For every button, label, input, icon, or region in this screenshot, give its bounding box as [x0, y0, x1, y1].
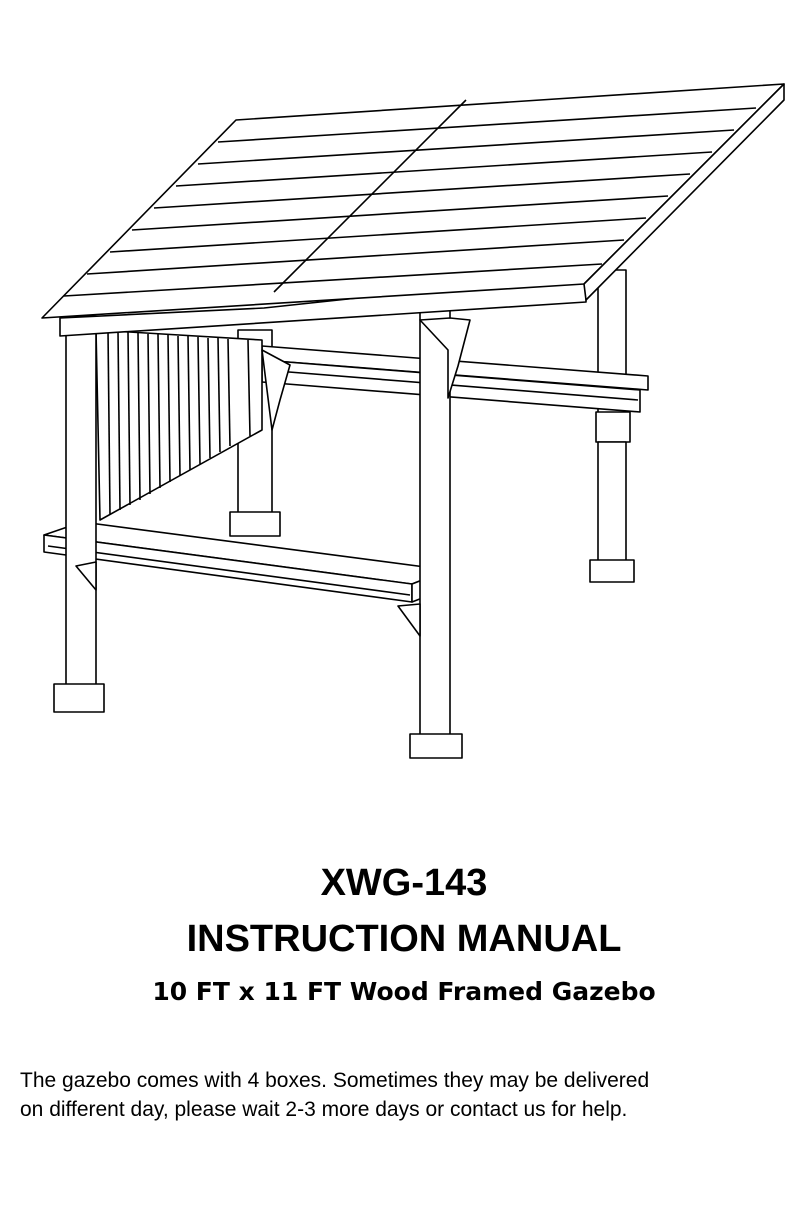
product-subtitle: 10 FT x 11 FT Wood Framed Gazebo [152, 977, 656, 1006]
rear-right-post [589, 269, 635, 583]
front-left-post [53, 315, 105, 713]
delivery-note: The gazebo comes with 4 boxes. Sometimes… [20, 1066, 790, 1124]
privacy-wall [95, 329, 263, 521]
front-right-post [397, 299, 463, 759]
gazebo-illustration [41, 83, 785, 759]
manual-title: INSTRUCTION MANUAL [186, 918, 622, 960]
model-number: XWG-143 [320, 862, 488, 904]
delivery-note-line: on different day, please wait 2-3 more d… [20, 1098, 628, 1121]
delivery-note-line: The gazebo comes with 4 boxes. Sometimes… [20, 1069, 650, 1092]
gazebo-roof [41, 83, 785, 319]
